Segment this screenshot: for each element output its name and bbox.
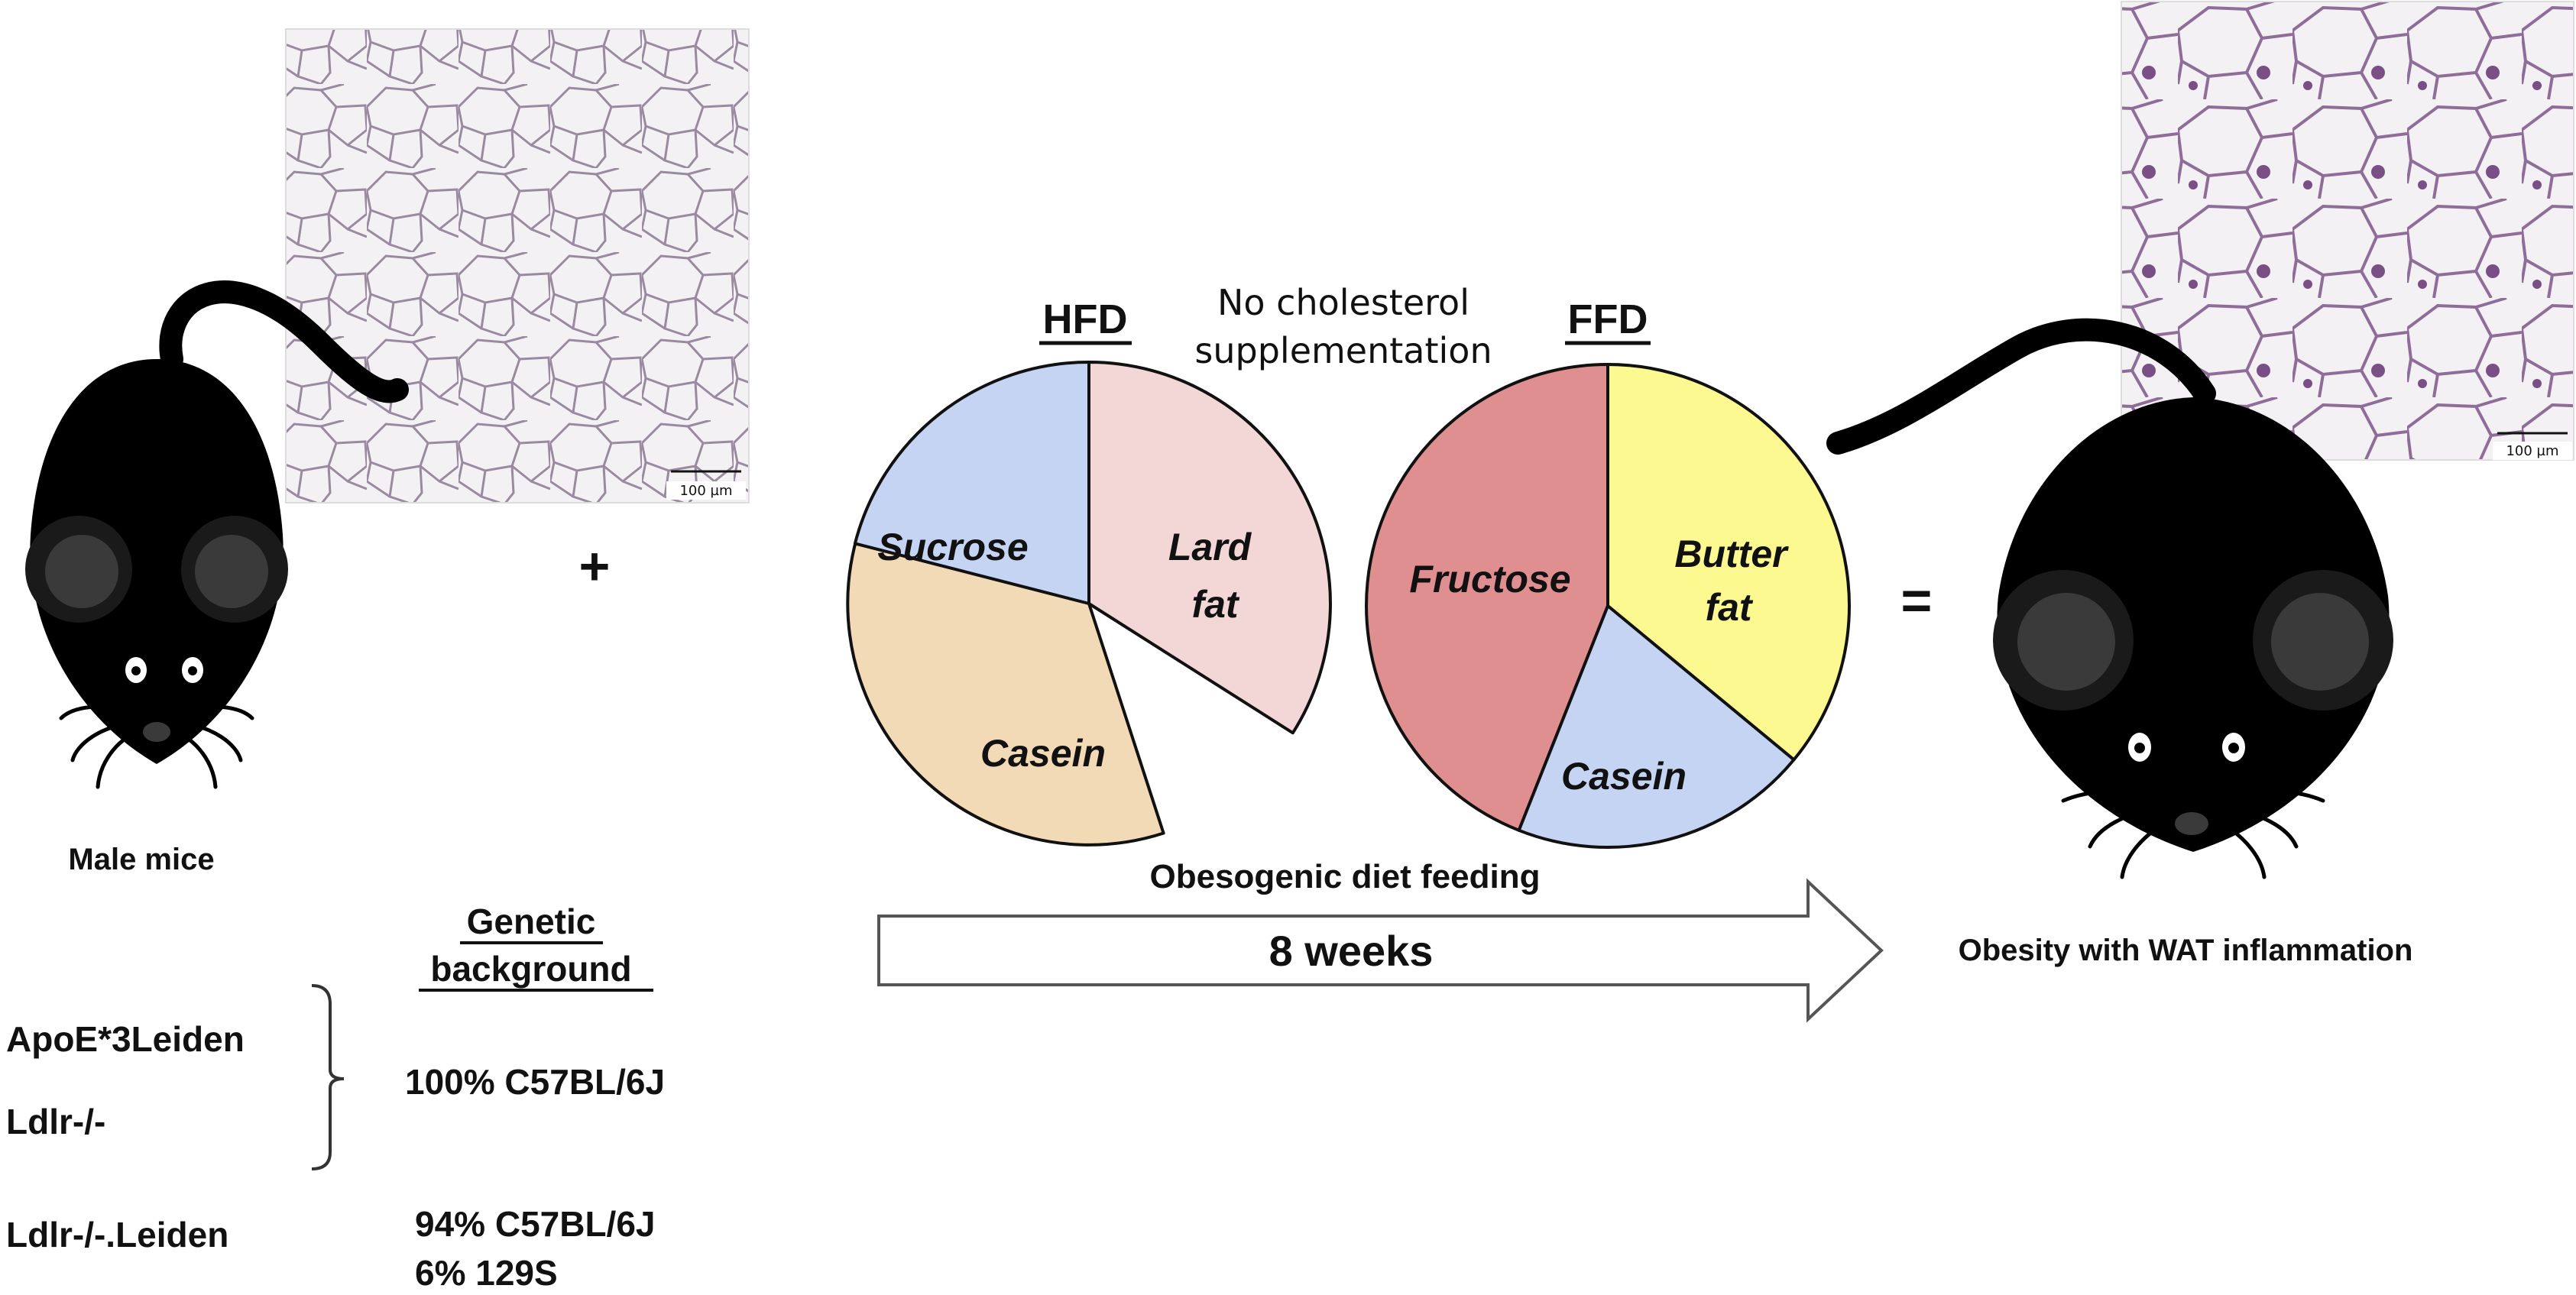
ffd-slice-fructose — [1365, 363, 1609, 832]
background-100: 100% C57BL/6J — [405, 1062, 665, 1102]
ffd-slice-label-fructose: Fructose — [1409, 558, 1570, 601]
right-scale-label: 100 µm — [2506, 443, 2558, 459]
hfd-slice-label-lard-1: Lard — [1168, 526, 1252, 568]
left-mouse-icon — [25, 280, 409, 789]
hfd-slice-label-lard-2: fat — [1191, 583, 1239, 626]
ffd-slice-label-butter-1: Butter — [1674, 533, 1789, 575]
left-scale-label: 100 µm — [679, 483, 732, 499]
hfd-pie-chart — [846, 361, 1332, 847]
male-mice-label: Male mice — [68, 843, 214, 876]
hfd-slice-casein — [853, 361, 1090, 605]
duration-label: 8 weeks — [1269, 927, 1434, 975]
hfd-slice-label-sucrose: Sucrose — [877, 526, 1028, 568]
hfd-title: HFD — [1043, 296, 1128, 342]
genetic-background-title-1: Genetic — [467, 902, 596, 941]
right-mouse-icon — [1826, 318, 2393, 879]
strain-ldlr: Ldlr-/- — [6, 1102, 105, 1141]
equals-sign: = — [1901, 571, 1933, 630]
bracket-icon — [311, 984, 345, 1170]
arrow-caption: Obesogenic diet feeding — [1150, 858, 1541, 895]
note-line-1: No cholesterol — [1217, 282, 1469, 323]
ffd-slice-label-butter-2: fat — [1705, 586, 1753, 629]
background-6: 6% 129S — [415, 1253, 558, 1293]
arrow-right-icon — [877, 878, 1884, 1023]
ffd-pie-chart — [1365, 363, 1851, 849]
hfd-slice-sucrose — [1087, 361, 1332, 735]
genetic-background-title-2: background — [430, 949, 631, 989]
strain-ldlr-leiden: Ldlr-/-.Leiden — [6, 1215, 228, 1255]
ffd-slice-butter-fat — [1606, 363, 1851, 762]
ffd-title: FFD — [1568, 296, 1648, 342]
background-94: 94% C57BL/6J — [415, 1204, 656, 1244]
strain-apoe3leiden: ApoE*3Leiden — [6, 1019, 245, 1059]
left-histology-image — [285, 28, 750, 503]
ffd-slice-label-casein: Casein — [1561, 755, 1687, 798]
plus-sign: + — [579, 536, 611, 596]
outcome-label: Obesity with WAT inflammation — [1959, 934, 2413, 967]
note-line-2: supplementation — [1194, 330, 1492, 371]
hfd-slice-label-casein: Casein — [980, 732, 1106, 775]
ffd-slice-casein — [1517, 604, 1796, 849]
